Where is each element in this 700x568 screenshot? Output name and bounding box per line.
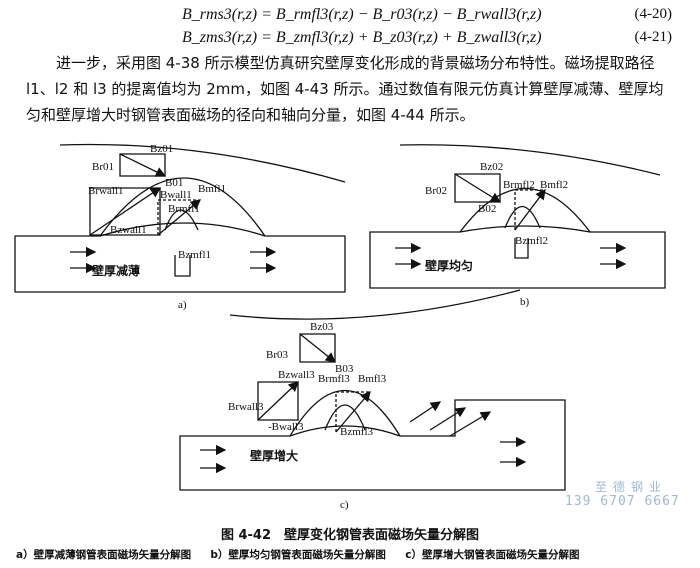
equation-text: B_rms3(r,z) = B_rmfl3(r,z) − B_r03(r,z) … xyxy=(182,6,542,23)
label-brmfl3: Brmfl3 xyxy=(318,373,350,385)
label-brmfl1: Brmfl1 xyxy=(168,203,200,215)
label-br02: Br02 xyxy=(425,185,447,197)
panel-label-a: a) xyxy=(178,299,187,311)
label-br01: Br01 xyxy=(92,161,114,173)
label-bzmfl3: Bzmfl3 xyxy=(340,426,373,438)
label-bzmfl2: Bzmfl2 xyxy=(515,235,548,247)
subcaption-a: a）壁厚减薄钢管表面磁场矢量分解图 xyxy=(16,549,192,561)
panel-label-b: b) xyxy=(520,296,530,308)
label-brwall1: Brwall1 xyxy=(88,185,123,197)
region-label-b: 壁厚均匀 xyxy=(425,258,473,273)
figure-caption: 图 4-42 壁厚变化钢管表面磁场矢量分解图 xyxy=(220,528,480,543)
equation-number: (4-21) xyxy=(634,29,673,45)
panel-c xyxy=(179,289,566,491)
label-bzwall1: Bzwall1 xyxy=(110,224,147,236)
label-br03: Br03 xyxy=(266,349,289,361)
label-bzwall3: Bzwall3 xyxy=(278,369,315,381)
label-bwall1: Bwall1 xyxy=(160,189,192,201)
label-bz02: Bz02 xyxy=(480,161,503,173)
label-brmfl2: Brmfl2 xyxy=(503,179,535,191)
region-label-a: 壁厚减薄 xyxy=(92,263,140,278)
subcaption-b: b）壁厚均匀钢管表面磁场矢量分解图 xyxy=(210,549,386,561)
label-bzmfl1: Bzmfl1 xyxy=(178,249,211,261)
label-bz03: Bz03 xyxy=(310,321,334,333)
label-bmfl1: Bmfl1 xyxy=(198,183,226,195)
panel-label-c: c) xyxy=(340,499,349,511)
region-label-c: 壁厚增大 xyxy=(250,448,298,463)
figure-subcaptions: a）壁厚减薄钢管表面磁场矢量分解图 b）壁厚均匀钢管表面磁场矢量分解图 c）壁厚… xyxy=(16,547,696,562)
label-bz01: Bz01 xyxy=(150,143,173,155)
panel-b xyxy=(369,144,666,289)
panel-a xyxy=(14,143,346,293)
label-b01: B01 xyxy=(165,177,183,189)
watermark-phone: 139 6707 6667 xyxy=(565,494,680,509)
label-brwall3: Brwall3 xyxy=(228,401,264,413)
label-bmfl2: Bmfl2 xyxy=(540,179,568,191)
label-b03: B03 xyxy=(335,363,354,375)
equation-text: B_zms3(r,z) = B_zmfl3(r,z) + B_z03(r,z) … xyxy=(182,29,542,46)
label-bmfl3: Bmfl3 xyxy=(358,373,387,385)
subcaption-c: c）壁厚增大钢管表面磁场矢量分解图 xyxy=(405,549,580,561)
equation-4-21: B_zms3(r,z) = B_zmfl3(r,z) + B_z03(r,z) … xyxy=(0,27,700,51)
equation-4-20: B_rms3(r,z) = B_rmfl3(r,z) − B_r03(r,z) … xyxy=(0,4,700,28)
watermark-name: 至德钢业 xyxy=(595,480,668,494)
figure-4-42: Bz01 Br01 B01 Brwall1 Bwall1 Bmfl1 Brmfl… xyxy=(14,143,666,511)
equation-number: (4-20) xyxy=(634,6,673,22)
label-neg-bwall3: -Bwall3 xyxy=(268,421,304,433)
body-paragraph: 进一步，采用图 4-38 所示模型仿真研究壁厚变化形成的背景磁场分布特性。磁场提… xyxy=(26,54,664,124)
label-b02: B02 xyxy=(478,203,496,215)
